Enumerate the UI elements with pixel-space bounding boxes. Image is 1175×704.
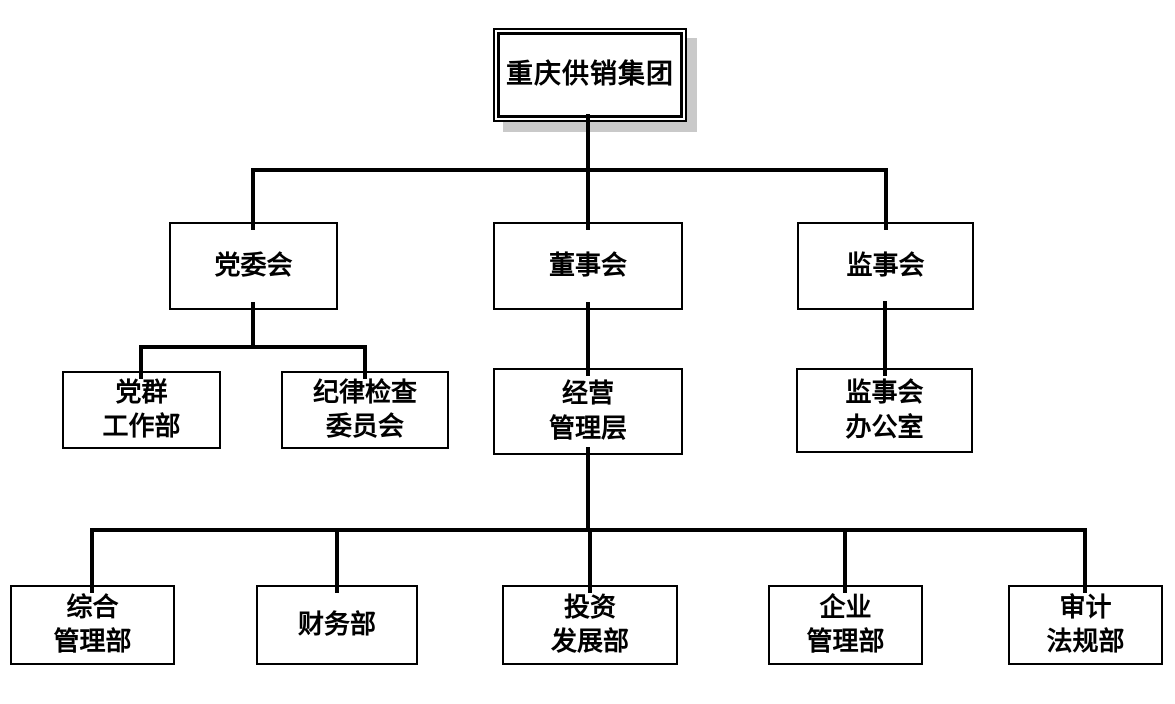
connector-drop-enterprise-management-dept (843, 528, 847, 593)
node-label: 重庆供销集团 (506, 59, 674, 91)
node-party-masses-work-dept: 党群 工作部 (62, 371, 221, 449)
connector-party-committee-bus (139, 345, 367, 349)
node-chongqing-supply-group: 重庆供销集团 (493, 28, 687, 122)
node-label: 经营 (561, 379, 614, 410)
connector-board-to-operations (586, 302, 590, 376)
node-label: 纪律检查 (312, 377, 417, 408)
node-investment-development-dept: 投资 发展部 (502, 585, 678, 665)
node-enterprise-management-dept: 企业 管理部 (768, 585, 923, 665)
connector-supervisory-to-office (883, 301, 887, 376)
node-label: 工作部 (102, 412, 181, 442)
connector-operations-trunk (586, 447, 590, 532)
node-discipline-inspection-committee: 纪律检查 委员会 (281, 371, 449, 449)
connector-party-committee-trunk (251, 302, 255, 349)
node-label: 法规部 (1046, 627, 1125, 657)
node-finance-dept: 财务部 (256, 585, 418, 665)
connector-root-trunk (586, 114, 590, 230)
connector-drop-party-committee (251, 168, 255, 230)
node-label: 财务部 (297, 609, 376, 640)
connector-drop-finance-dept (335, 528, 339, 593)
node-label: 管理部 (53, 627, 132, 657)
node-label: 审计 (1059, 592, 1112, 623)
node-label: 董事会 (548, 250, 627, 281)
node-audit-legal-dept: 审计 法规部 (1008, 585, 1163, 665)
node-label: 监事会 (846, 250, 925, 281)
node-supervisory-board: 监事会 (797, 222, 974, 310)
connector-drop-general-management-dept (90, 528, 94, 593)
connector-drop-supervisory-board (884, 168, 888, 230)
node-party-committee: 党委会 (169, 222, 338, 310)
node-label: 党委会 (214, 250, 293, 281)
node-label: 监事会 (845, 378, 924, 409)
node-label: 综合 (66, 592, 119, 623)
node-operations-management: 经营 管理层 (493, 368, 683, 455)
node-label: 党群 (115, 377, 168, 408)
node-label: 企业 (819, 592, 872, 623)
connector-level2-bus (251, 168, 888, 172)
node-label: 发展部 (550, 627, 629, 657)
node-label: 管理部 (806, 627, 885, 657)
connector-drop-party-masses-work-dept (139, 345, 143, 379)
connector-drop-investment-development-dept (588, 528, 592, 593)
node-label: 办公室 (845, 412, 924, 443)
node-supervisory-board-office: 监事会 办公室 (796, 368, 973, 453)
node-general-management-dept: 综合 管理部 (10, 585, 175, 665)
connector-drop-audit-legal-dept (1083, 528, 1087, 593)
node-label: 管理层 (548, 413, 627, 444)
node-label: 投资 (563, 592, 616, 623)
connector-drop-discipline-inspection-committee (363, 345, 367, 379)
node-label: 委员会 (325, 412, 404, 442)
node-board-of-directors: 董事会 (493, 222, 683, 310)
